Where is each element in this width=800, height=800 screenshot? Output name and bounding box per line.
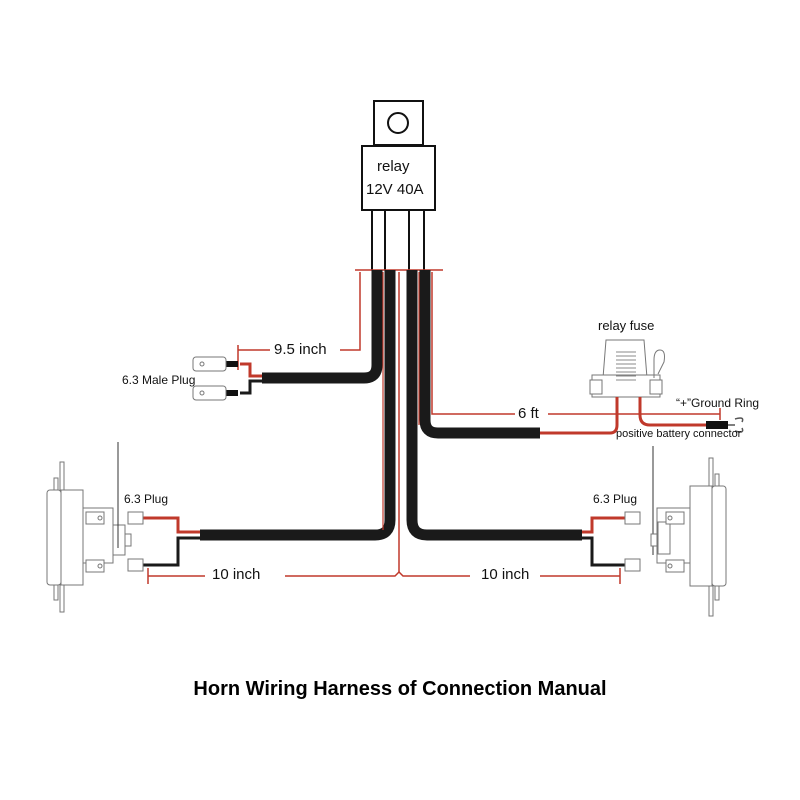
ring-terminal-sleeve <box>706 421 728 429</box>
relay <box>361 100 436 270</box>
relay-rating-label: 12V 40A <box>366 181 424 198</box>
dimension-6-ft: 6 ft <box>518 405 539 422</box>
ground-ring-label: “+”Ground Ring <box>676 396 760 410</box>
dimension-9-5-inch: 9.5 inch <box>274 341 327 358</box>
left-plug-connectors <box>127 511 200 572</box>
right-horn <box>650 457 727 617</box>
relay-body <box>361 145 436 211</box>
harness-wires <box>200 270 582 541</box>
battery-connector-label: positive battery connector <box>616 428 742 440</box>
fuse-label: relay fuse <box>598 318 655 333</box>
wire-to-fuse <box>419 270 540 439</box>
wire-red-stripes <box>382 272 420 530</box>
right-plug-label: 6.3 Plug <box>593 492 638 506</box>
wire-to-right-horn <box>406 270 582 541</box>
right-plug-connectors <box>582 511 641 572</box>
fuse-holder <box>589 339 665 398</box>
relay-mount-hole <box>387 112 409 134</box>
diagram-title: Horn Wiring Harness of Connection Manual <box>193 678 607 700</box>
left-horn <box>46 442 132 613</box>
relay-name-label: relay <box>377 158 410 175</box>
dimension-right-10-inch: 10 inch <box>481 566 530 583</box>
wire-to-male-plug <box>262 270 383 384</box>
left-plug-label: 6.3 Plug <box>124 492 169 506</box>
wire-to-left-horn <box>200 270 396 541</box>
male-plug-connectors <box>192 356 262 401</box>
ground-ring-icon <box>728 417 744 433</box>
male-plug-label: 6.3 Male Plug <box>122 373 196 387</box>
dimension-left-10-inch: 10 inch <box>212 566 261 583</box>
